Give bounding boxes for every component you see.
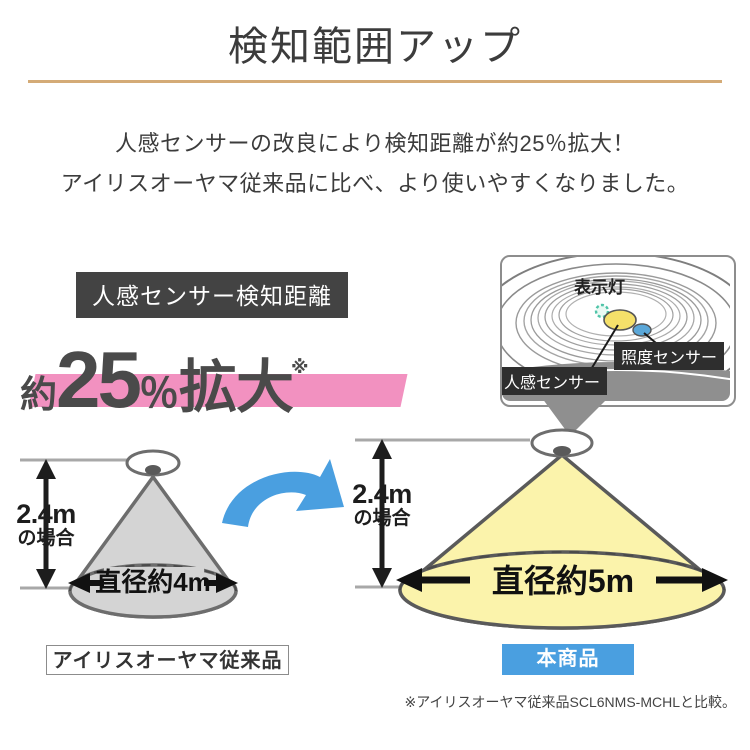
old-diameter-text: 直径約4m xyxy=(95,567,211,597)
motion-sensor-label: 人感センサー xyxy=(502,367,608,395)
page-title: 検知範囲アップ xyxy=(228,24,522,69)
approx-label: 約 xyxy=(20,374,57,415)
expand-label: 拡大 xyxy=(178,355,294,420)
coverage-diagrams: 直径約4m 直径約5m xyxy=(20,428,728,630)
new-diameter-arrow xyxy=(396,561,728,599)
new-height-label: 2.4m の場合 xyxy=(352,479,412,529)
sensor-detail-panel: 表示灯 照度センサー 人感センサー xyxy=(500,255,736,407)
expansion-number: 25 xyxy=(56,335,142,424)
new-product-caption: 本商品 xyxy=(502,644,634,675)
lede-line-2: アイリスオーヤマ従来品に比べ、より使いやすくなりました。 xyxy=(60,171,690,196)
new-diameter-text: 直径約5m xyxy=(492,563,634,599)
callout-pointer xyxy=(542,398,608,436)
old-diameter-arrow xyxy=(68,567,238,599)
new-mount-center xyxy=(553,446,571,456)
transition-arrow xyxy=(222,459,344,527)
lede-text: 人感センサーの改良により検知距離が約25％拡大！ アイリスオーヤマ従来品に比べ、… xyxy=(0,124,750,204)
expansion-text: 約25％拡大※ xyxy=(20,322,420,424)
new-height-arrow xyxy=(372,439,392,588)
footnote: ※アイリスオーヤマ従来品SCL6NMS-MCHLと比較。 xyxy=(404,694,737,710)
sensor-distance-badge: 人感センサー検知距離 xyxy=(76,272,348,318)
title-divider xyxy=(28,80,722,83)
asterisk-mark: ※ xyxy=(291,357,309,377)
expansion-callout: 約25％拡大※ xyxy=(20,322,420,424)
old-height-arrow xyxy=(36,459,56,589)
old-height-label: 2.4m の場合 xyxy=(16,499,76,549)
lede-line-1: 人感センサーの改良により検知距離が約25％拡大！ xyxy=(114,131,636,156)
percent-sign: ％ xyxy=(138,372,179,416)
old-product-caption: アイリスオーヤマ従来品 xyxy=(46,645,289,675)
illuminance-sensor-label: 照度センサー xyxy=(614,342,725,370)
indicator-label: 表示灯 xyxy=(574,278,625,297)
old-mount-center xyxy=(145,465,161,475)
